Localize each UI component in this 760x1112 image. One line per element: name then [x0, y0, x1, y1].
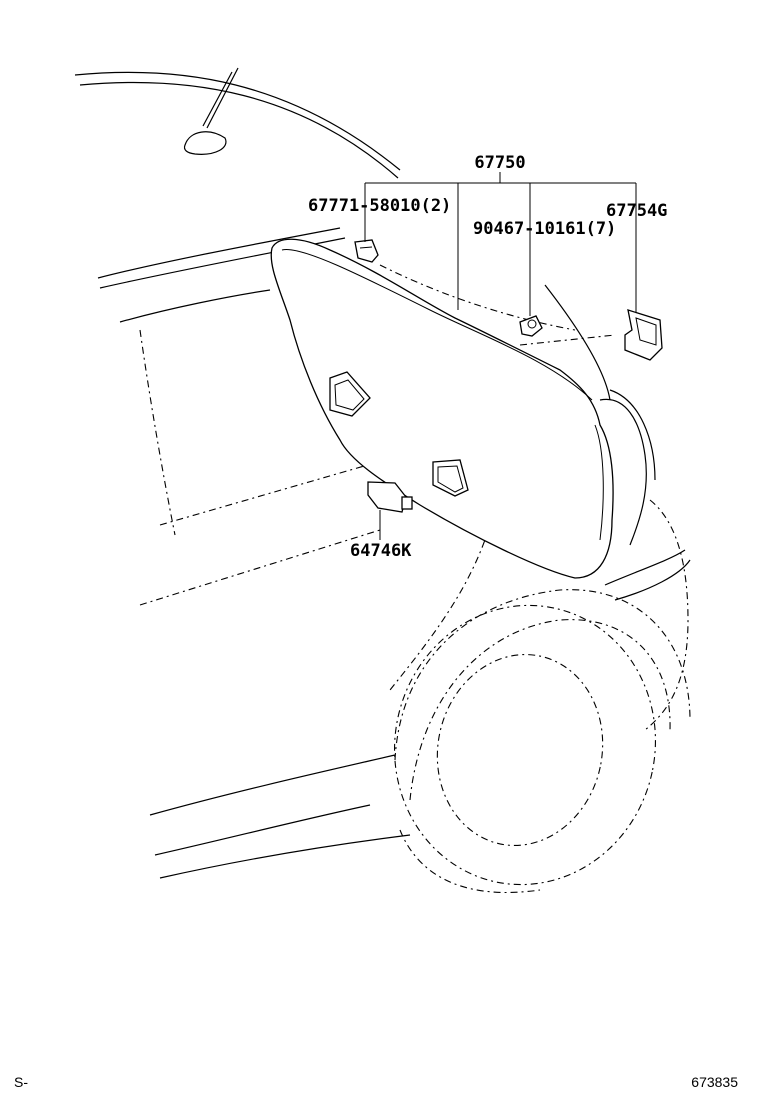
label-cover-64746K: 64746K — [350, 541, 412, 561]
bracket-67754G — [624, 309, 663, 361]
callout-leaders — [364, 172, 637, 540]
vehicle-body-outline — [74, 67, 691, 893]
label-bracket-67754G: 67754G — [606, 201, 667, 221]
label-assembly-67750: 67750 — [474, 153, 525, 173]
panel-opening-lower — [432, 459, 469, 497]
label-clip-67771: 67771-58010(2) — [308, 196, 451, 216]
clip-67771 — [354, 239, 379, 263]
footer-left-code: S- — [14, 1074, 28, 1090]
cover-64746K — [367, 481, 413, 513]
clip-90467 — [519, 315, 543, 337]
footer-illustration-number: 673835 — [691, 1074, 738, 1090]
label-clip-90467: 90467-10161(7) — [473, 219, 616, 239]
trim-panel — [270, 238, 614, 579]
